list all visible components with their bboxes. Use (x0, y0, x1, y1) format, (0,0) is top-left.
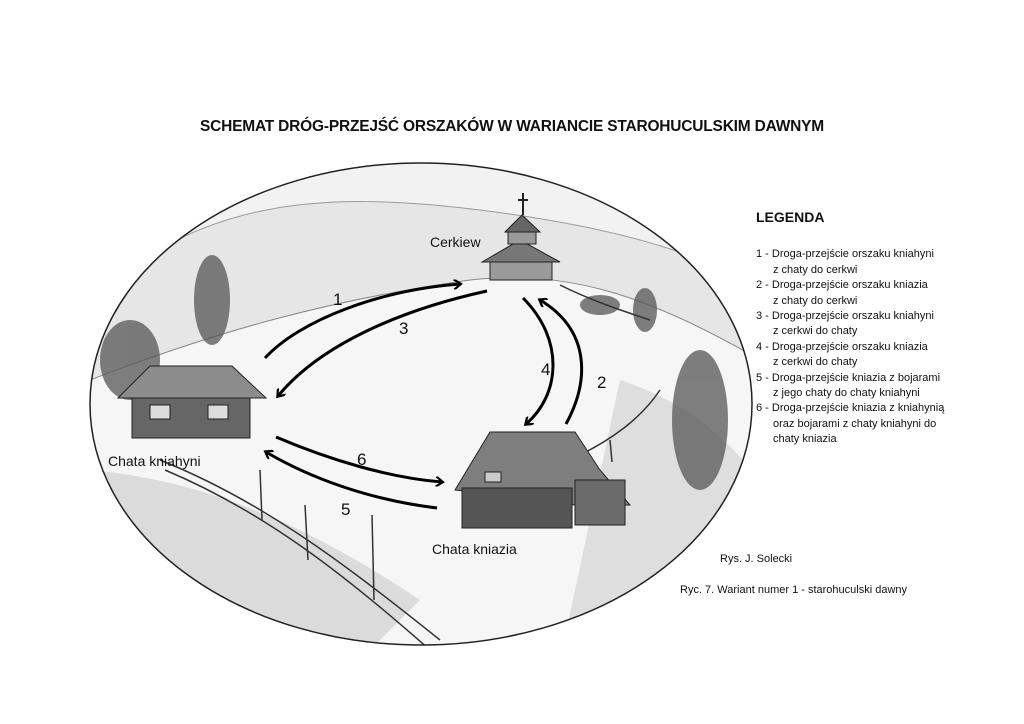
route-number-3: 3 (399, 319, 408, 338)
diagram-title: SCHEMAT DRÓG-PRZEJŚĆ ORSZAKÓW W WARIANCI… (199, 118, 825, 135)
church-drawing (480, 193, 561, 281)
legend-heading: LEGENDA (756, 209, 825, 225)
route-arrow-4 (521, 296, 555, 424)
route-arrow-5 (266, 452, 438, 510)
route-number-1: 1 (333, 290, 342, 309)
label-church: Cerkiew (430, 234, 481, 250)
route-number-2: 2 (597, 373, 606, 392)
figure-caption: Ryc. 7. Wariant numer 1 - starohuculski … (680, 584, 908, 596)
label-princess-hut: Chata kniahyni (108, 453, 201, 469)
route-number-4: 4 (541, 360, 550, 379)
princess-hut-drawing (116, 365, 268, 439)
route-arrow-6 (275, 435, 442, 482)
route-arrow-1 (263, 284, 460, 360)
route-arrows (263, 284, 584, 510)
route-number-5: 5 (341, 500, 350, 519)
legend: LEGENDA 1 - Droga-przejście orszaku knia… (756, 209, 945, 448)
fences (159, 284, 661, 645)
prince-hut-drawing (454, 431, 632, 529)
route-arrow-3 (278, 289, 488, 396)
label-prince-hut: Chata kniazia (432, 541, 517, 557)
oval-frame (89, 162, 753, 646)
illustration-credit: Rys. J. Solecki (720, 553, 793, 565)
route-arrow-2 (540, 300, 584, 425)
route-number-6: 6 (357, 450, 366, 469)
